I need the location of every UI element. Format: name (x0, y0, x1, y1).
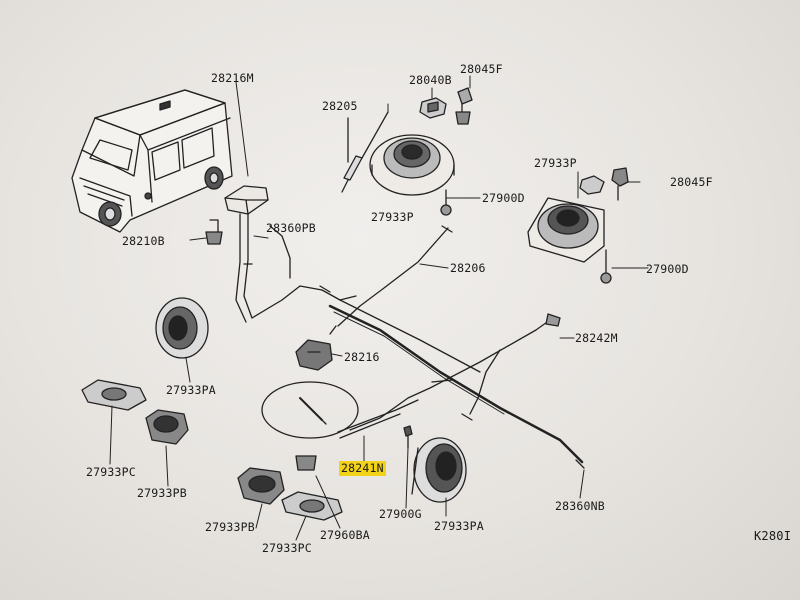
label-28206: 28206 (450, 261, 486, 275)
label-27933P-top: 27933P (371, 210, 414, 224)
antenna-base (224, 185, 269, 215)
label-27933PA-left: 27933PA (166, 383, 216, 397)
label-27933PB-left: 27933PB (137, 486, 187, 500)
label-28040B: 28040B (409, 73, 452, 87)
label-27933P-right: 27933P (534, 156, 577, 170)
grommet-28210B (205, 219, 223, 245)
connector-28216 (295, 339, 333, 371)
loop-cable (261, 381, 419, 439)
label-28242M: 28242M (575, 331, 618, 345)
cable-28206 (329, 225, 453, 335)
tweeter-27933PB-left (145, 409, 189, 445)
main-harness (328, 295, 585, 469)
label-28210B: 28210B (122, 234, 165, 248)
screw-27900D-right (600, 249, 612, 284)
speaker-left (155, 297, 209, 359)
speaker-right (527, 197, 605, 263)
antenna-rod (341, 111, 389, 193)
label-28045F-right: 28045F (670, 175, 713, 189)
leader-lines (109, 75, 649, 541)
label-28205: 28205 (322, 99, 358, 113)
label-27960BA: 27960BA (320, 528, 370, 542)
page-code: K280I (754, 529, 792, 543)
label-28045F-top: 28045F (460, 62, 503, 76)
label-27900D-top: 27900D (482, 191, 525, 205)
label-27933PB-bottom: 27933PB (205, 520, 255, 534)
speaker-top (369, 134, 455, 196)
label-28216M: 28216M (211, 71, 254, 85)
label-27933PC-bottom: 27933PC (262, 541, 312, 555)
label-27933PA-bottom: 27933PA (434, 519, 484, 533)
speaker-bottom (411, 437, 467, 503)
tweeter-cover-27933PC-left (81, 379, 147, 411)
grommet-27960BA (295, 455, 317, 471)
label-27900D-right: 27900D (646, 262, 689, 276)
label-28241N-highlighted: 28241N (339, 461, 386, 476)
label-28360PB: 28360PB (266, 221, 316, 235)
clip-28040B (419, 97, 447, 119)
label-28360NB: 28360NB (555, 499, 605, 513)
tweeter-27933PB-bottom (237, 467, 285, 505)
bolt-28045F-top (455, 87, 473, 125)
label-28216: 28216 (344, 350, 380, 364)
label-27900G: 27900G (379, 507, 422, 521)
clip-right (579, 167, 629, 201)
cable-28360PB (235, 213, 341, 323)
label-27933PC-left: 27933PC (86, 465, 136, 479)
screw-27900D-top (440, 189, 452, 216)
screw-27900G (403, 425, 413, 449)
van-illustration (71, 89, 233, 233)
tweeter-cover-27933PC-bottom (281, 491, 343, 521)
